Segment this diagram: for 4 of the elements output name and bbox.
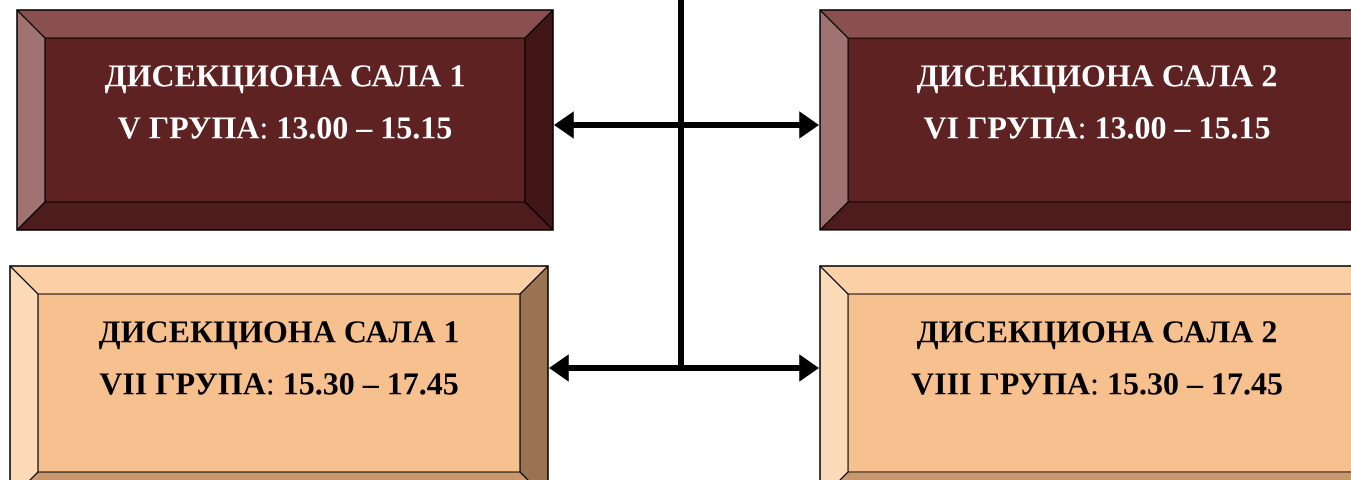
bevelled-box: ДИСЕКЦИОНА САЛА 2 VI ГРУПА: 13.00 – 15.15	[819, 9, 1351, 231]
bevelled-box: ДИСЕКЦИОНА САЛА 1 VII ГРУПА: 15.30 – 17.45	[9, 265, 549, 480]
bevelled-box: ДИСЕКЦИОНА САЛА 2 VIII ГРУПА: 15.30 – 17.45	[819, 265, 1351, 480]
bevelled-box: ДИСЕКЦИОНА САЛА 1 V ГРУПА: 13.00 – 15.15	[16, 9, 554, 231]
